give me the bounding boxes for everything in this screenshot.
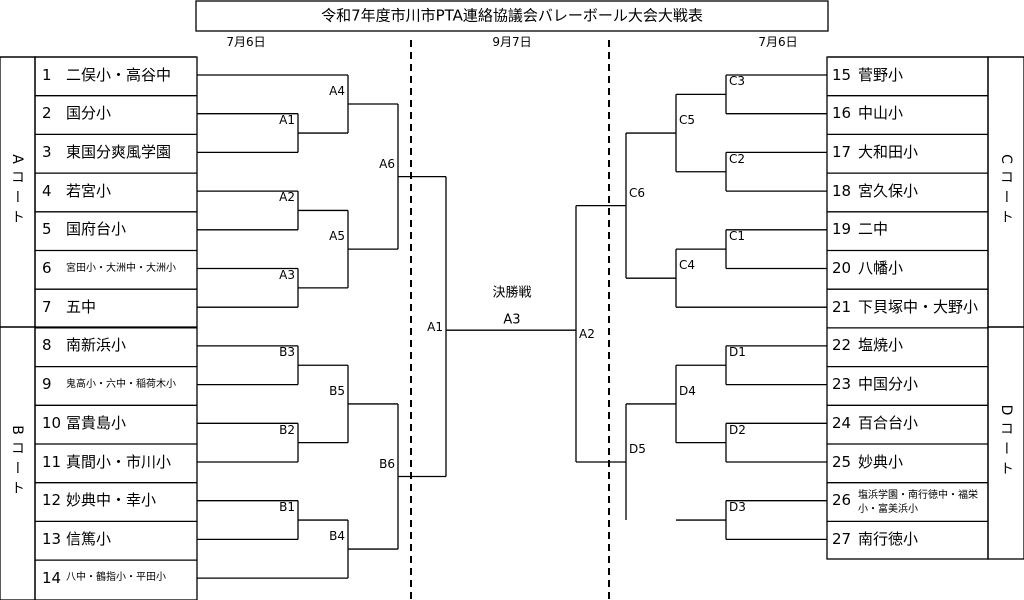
court-label-c: Cコート — [998, 154, 1014, 230]
match-label-B2: B2 — [279, 422, 295, 437]
team-number: 17 — [832, 142, 852, 161]
team-number: 26 — [832, 491, 852, 510]
team-name: 国分小 — [66, 104, 112, 123]
team-name: 南行徳小 — [858, 529, 919, 548]
team-name: 信篤小 — [66, 529, 112, 548]
team-number: 4 — [42, 181, 52, 200]
team-number: 6 — [42, 259, 52, 277]
court-label-b: Bコート — [9, 425, 25, 501]
team-name: 塩焼小 — [858, 336, 904, 355]
match-label-B3: B3 — [279, 345, 295, 360]
final-title: 決勝戦 — [492, 285, 532, 301]
team-name: 鬼高小・六中・稲荷木小 — [66, 378, 176, 390]
match-label-C5: C5 — [679, 113, 696, 128]
team-number: 15 — [832, 65, 852, 84]
team-number: 5 — [42, 220, 52, 239]
match-label-D2: D2 — [729, 422, 746, 437]
match-label-A3: A3 — [279, 267, 295, 282]
match-label-A6: A6 — [379, 156, 395, 171]
match-label-D3: D3 — [729, 500, 746, 515]
date-left: 7月6日 — [226, 35, 266, 49]
match-label-D5: D5 — [629, 442, 646, 456]
team-name: 塩浜学園・南行徳中・福栄小・富美浜小 — [858, 490, 978, 515]
match-label-B5: B5 — [329, 383, 345, 398]
team-name: 大和田小 — [858, 142, 919, 161]
match-label-A2: A2 — [279, 190, 295, 205]
team-name: 冨貴島小 — [66, 413, 127, 432]
team-number: 2 — [42, 104, 52, 123]
team-name: 百合台小 — [858, 413, 919, 432]
match-label-A4: A4 — [329, 84, 345, 99]
match-label-B1: B1 — [279, 500, 295, 515]
team-number: 22 — [832, 336, 852, 355]
team-number: 16 — [832, 104, 852, 123]
match-label-C6: C6 — [629, 185, 646, 200]
team-number: 18 — [832, 181, 852, 200]
team-number: 19 — [832, 220, 852, 239]
court-label-a: Aコート — [9, 154, 25, 230]
team-name: 中山小 — [858, 104, 904, 123]
team-number: 12 — [42, 491, 62, 510]
team-number: 13 — [42, 529, 62, 548]
team-number: 8 — [42, 336, 52, 355]
team-number: 7 — [42, 297, 52, 316]
team-number: 21 — [832, 297, 852, 316]
match-label-semi-right: A2 — [579, 326, 595, 341]
team-name: 八中・鶴指小・平田小 — [66, 572, 166, 584]
match-label-C2: C2 — [729, 151, 746, 166]
match-label-C1: C1 — [729, 229, 746, 244]
team-name: 東国分爽風学園 — [66, 142, 172, 161]
team-number: 10 — [42, 413, 62, 432]
match-label-B4: B4 — [329, 529, 345, 544]
match-label-C3: C3 — [729, 74, 746, 89]
team-name: 二中 — [858, 220, 889, 239]
team-name: 若宮小 — [66, 181, 112, 200]
team-name: 南新浜小 — [66, 336, 127, 355]
match-label-final: A3 — [503, 312, 521, 328]
team-name: 妙典小 — [858, 452, 904, 471]
team-number: 14 — [42, 568, 62, 587]
team-name: 下貝塚中・大野小 — [858, 297, 979, 316]
bracket-title: 令和7年度市川市PTA連絡協議会バレーボール大会大戦表 — [321, 6, 703, 25]
match-label-semi-left: A1 — [427, 319, 443, 334]
team-number: 23 — [832, 375, 852, 394]
team-name: 妙典中・幸小 — [66, 491, 157, 510]
team-number: 3 — [42, 142, 52, 161]
team-number: 20 — [832, 259, 852, 277]
date-center: 9月7日 — [492, 35, 532, 49]
match-label-B6: B6 — [379, 456, 395, 471]
team-name: 国府台小 — [66, 220, 127, 239]
team-name: 二俣小・高谷中 — [66, 65, 172, 84]
team-number: 27 — [832, 529, 852, 548]
team-name: 宮田小・大洲中・大洲小 — [66, 262, 176, 274]
match-label-D4: D4 — [679, 383, 696, 398]
team-number: 9 — [42, 375, 52, 394]
match-label-D1: D1 — [729, 345, 746, 360]
team-number: 25 — [832, 452, 852, 471]
court-label-d: Dコート — [998, 404, 1014, 482]
teams-box-right — [826, 56, 989, 560]
team-name: 宮久保小 — [858, 181, 919, 200]
team-name: 中国分小 — [858, 375, 919, 394]
title-box — [195, 0, 829, 32]
team-name: 菅野小 — [858, 65, 904, 84]
team-number: 24 — [832, 413, 852, 432]
team-name: 五中 — [66, 297, 97, 316]
team-name: 真間小・市川小 — [66, 452, 172, 471]
team-number: 1 — [42, 65, 52, 84]
date-right: 7月6日 — [758, 35, 798, 49]
match-label-C4: C4 — [679, 258, 696, 273]
team-name: 八幡小 — [858, 259, 904, 277]
team-number: 11 — [42, 452, 62, 471]
match-label-A1: A1 — [279, 113, 295, 128]
match-label-A5: A5 — [329, 229, 345, 244]
